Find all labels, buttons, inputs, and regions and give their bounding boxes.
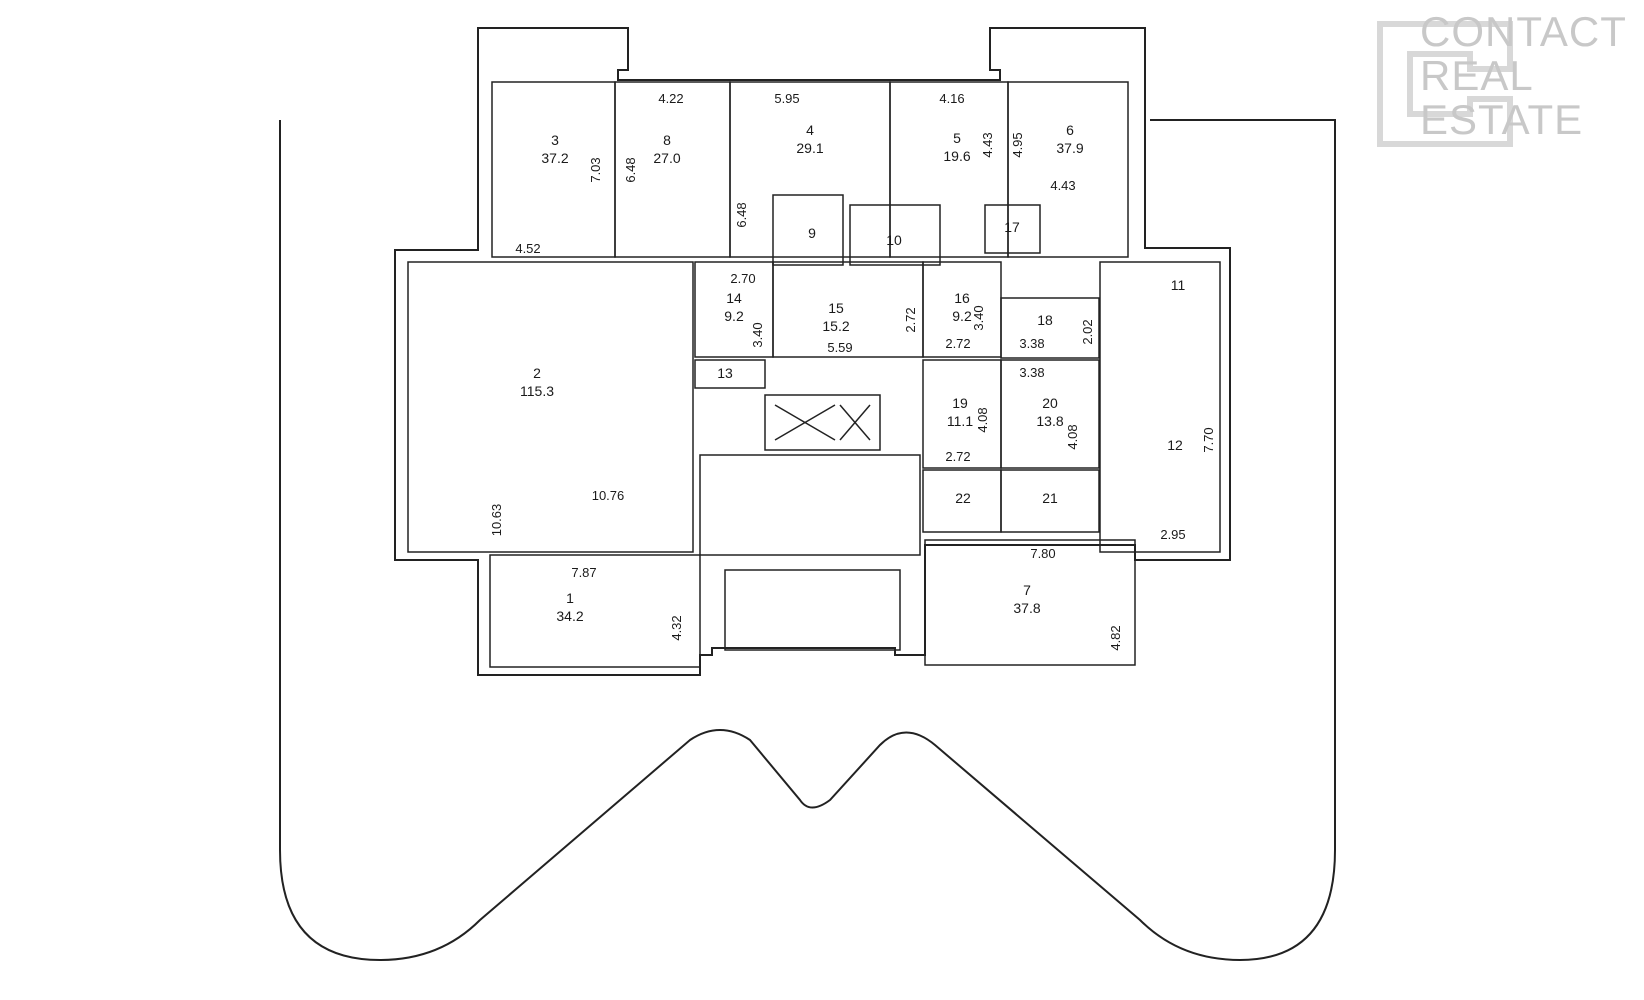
logo-mark (1377, 21, 1513, 147)
dim-4-32: 4.32 (669, 615, 684, 640)
dim-4-82: 4.82 (1108, 625, 1123, 650)
svg-text:7: 7 (1023, 582, 1031, 598)
svg-text:8: 8 (663, 132, 671, 148)
dim-4-22: 4.22 (658, 91, 683, 106)
terrace-outline (279, 119, 1336, 962)
room-15-label: 15 15.2 (822, 300, 849, 334)
dim-4-52: 4.52 (515, 241, 540, 256)
svg-text:6: 6 (1066, 122, 1074, 138)
room-12-label: 12 (1167, 437, 1183, 453)
svg-text:10: 10 (886, 232, 902, 248)
logo-line-contact: CONTACT (1420, 8, 1627, 55)
svg-text:15: 15 (828, 300, 844, 316)
svg-text:37.8: 37.8 (1013, 600, 1040, 616)
room-8-label: 827.0 (653, 132, 680, 166)
dim-2-70: 2.70 (730, 271, 755, 286)
room-7-label: 737.8 (1013, 582, 1040, 616)
dim-2-95: 2.95 (1160, 527, 1185, 542)
svg-text:5: 5 (953, 130, 961, 146)
svg-text:9.2: 9.2 (724, 308, 744, 324)
dim-2-72-c: 2.72 (945, 449, 970, 464)
svg-text:16: 16 (954, 290, 970, 306)
svg-text:2: 2 (533, 365, 541, 381)
room-19-label: 19 11.1 (947, 395, 973, 429)
dim-4-43-a: 4.43 (980, 132, 995, 157)
dim-3-40-b: 3.40 (971, 305, 986, 330)
logo-wordmark: CONTACT REAL ESTATE (1420, 10, 1627, 142)
svg-text:27.0: 27.0 (653, 150, 680, 166)
svg-text:17: 17 (1004, 219, 1020, 235)
svg-text:20: 20 (1042, 395, 1058, 411)
svg-text:9: 9 (808, 225, 816, 241)
svg-text:11: 11 (1171, 277, 1186, 293)
room-2-label: 2 115.3 (520, 365, 554, 399)
svg-text:19.6: 19.6 (943, 148, 970, 164)
dim-5-59: 5.59 (827, 340, 852, 355)
dim-4-16: 4.16 (939, 91, 964, 106)
svg-text:12: 12 (1167, 437, 1183, 453)
room-5-label: 519.6 (943, 130, 970, 164)
dim-6-48-a: 6.48 (623, 157, 638, 182)
logo-line-real: REAL (1420, 52, 1534, 99)
svg-text:34.2: 34.2 (556, 608, 583, 624)
dim-10-63: 10.63 (489, 504, 504, 537)
room-6-label: 637.9 (1056, 122, 1083, 156)
dim-10-76: 10.76 (592, 488, 625, 503)
dim-3-38-b: 3.38 (1019, 365, 1044, 380)
svg-text:14: 14 (726, 290, 742, 306)
dim-3-40-a: 3.40 (750, 322, 765, 347)
dim-3-38-a: 3.38 (1019, 336, 1044, 351)
room-20-label: 20 13.8 (1036, 395, 1063, 429)
svg-text:115.3: 115.3 (520, 383, 554, 399)
svg-text:37.9: 37.9 (1056, 140, 1083, 156)
dim-2-72-b: 2.72 (945, 336, 970, 351)
svg-text:9.2: 9.2 (952, 308, 972, 324)
dim-4-95: 4.95 (1010, 132, 1025, 157)
dimension-labels: 4.22 5.95 4.16 7.03 6.48 4.43 4.95 4.43 … (489, 91, 1216, 651)
svg-text:19: 19 (952, 395, 968, 411)
elevator-shafts (774, 404, 871, 441)
room-9-label: 9 (808, 225, 816, 241)
svg-text:1: 1 (566, 590, 574, 606)
svg-text:3: 3 (551, 132, 559, 148)
dim-6-48-b: 6.48 (734, 202, 749, 227)
room-17-label: 17 (1004, 219, 1020, 235)
svg-text:18: 18 (1037, 312, 1053, 328)
dim-7-03: 7.03 (588, 157, 603, 182)
logo-line-estate: ESTATE (1420, 96, 1584, 143)
svg-text:4: 4 (806, 122, 814, 138)
room-10-label: 10 (886, 232, 902, 248)
room-14-label: 149.2 (724, 290, 744, 324)
svg-text:11.1: 11.1 (947, 413, 973, 429)
dim-4-43-b: 4.43 (1050, 178, 1075, 193)
room-18-label: 18 (1037, 312, 1053, 328)
dim-7-80: 7.80 (1030, 546, 1055, 561)
dim-7-70: 7.70 (1201, 427, 1216, 452)
room-11-label: 11 (1171, 277, 1186, 293)
dim-2-02: 2.02 (1080, 319, 1095, 344)
dim-5-95: 5.95 (774, 91, 799, 106)
dim-4-08-b: 4.08 (1065, 424, 1080, 449)
room-22-label: 22 (955, 490, 971, 506)
svg-text:15.2: 15.2 (822, 318, 849, 334)
svg-text:37.2: 37.2 (541, 150, 568, 166)
svg-text:13.8: 13.8 (1036, 413, 1063, 429)
svg-text:13: 13 (717, 365, 733, 381)
dim-4-08-a: 4.08 (975, 407, 990, 432)
room-walls (407, 81, 1221, 668)
svg-text:29.1: 29.1 (796, 140, 823, 156)
dim-7-87: 7.87 (571, 565, 596, 580)
room-1-label: 134.2 (556, 590, 583, 624)
room-13-label: 13 (717, 365, 733, 381)
dim-2-72-a: 2.72 (903, 307, 918, 332)
room-16-label: 169.2 (952, 290, 972, 324)
room-21-label: 21 (1042, 490, 1058, 506)
svg-text:21: 21 (1042, 490, 1058, 506)
room-4-label: 429.1 (796, 122, 823, 156)
svg-text:22: 22 (955, 490, 971, 506)
room-3-label: 337.2 (541, 132, 568, 166)
